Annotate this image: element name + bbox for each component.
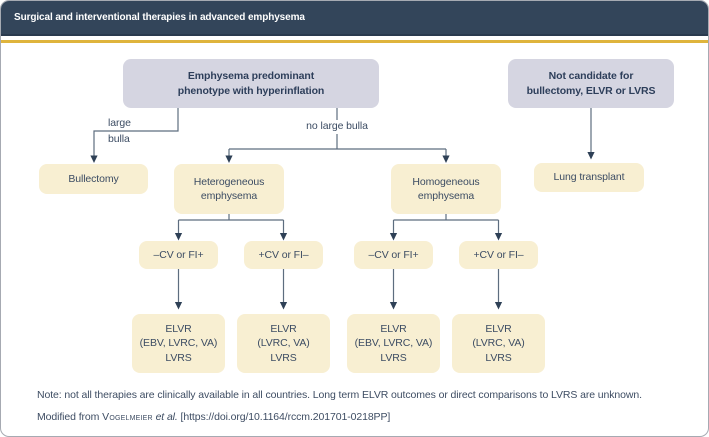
- arrowhead-bullectomy: [90, 155, 98, 163]
- node-emphysema-predominant: Emphysema predominant phenotype with hyp…: [123, 59, 379, 108]
- edge-label-text: bulla: [108, 132, 130, 145]
- connector-large-bulla: [93, 108, 179, 156]
- arrowhead-heterogeneous: [225, 155, 233, 163]
- node-text: ELVR: [165, 322, 192, 335]
- arrowhead-cv3: [389, 233, 398, 241]
- edge-label-no-large-bulla: no large bulla: [303, 120, 371, 134]
- arrowhead-elvr3: [389, 302, 398, 310]
- arrowhead-homogeneous: [442, 155, 450, 163]
- source-etal: et al.: [152, 411, 178, 423]
- node-elvr-2: ELVR (LVRC, VA) LVRS: [237, 314, 330, 373]
- source-doi: [https://doi.org/10.1164/rccm.201701-021…: [177, 411, 391, 423]
- node-text: LVRS: [270, 351, 297, 364]
- node-elvr-1: ELVR (EBV, LVRC, VA) LVRS: [132, 314, 225, 373]
- node-text: LVRS: [165, 351, 192, 364]
- source-prefix: Modified from: [37, 411, 103, 423]
- node-elvr-3: ELVR (EBV, LVRC, VA) LVRS: [347, 314, 440, 373]
- node-not-candidate: Not candidate for bullectomy, ELVR or LV…: [508, 59, 674, 108]
- node-text: LVRS: [380, 351, 407, 364]
- header-bar: Surgical and interventional therapies in…: [1, 1, 708, 36]
- node-text: ELVR: [485, 322, 512, 335]
- node-bullectomy: Bullectomy: [39, 164, 148, 194]
- node-text: (LVRC, VA): [472, 337, 525, 350]
- arrowhead-cv1: [174, 233, 183, 241]
- node-cv-fi-1: –CV or FI+: [139, 241, 218, 269]
- node-text: ELVR: [380, 322, 407, 335]
- arrowhead-elvr2: [279, 302, 288, 310]
- node-text: emphysema: [200, 190, 258, 202]
- node-homogeneous-emphysema: Homogeneous emphysema: [391, 164, 501, 214]
- node-text: (EBV, LVRC, VA): [139, 337, 218, 350]
- node-text: (LVRC, VA): [257, 337, 310, 350]
- node-cv-fi-3: –CV or FI+: [354, 241, 433, 269]
- arrowhead-elvr1: [174, 302, 183, 310]
- node-text: bullectomy, ELVR or LVRS: [526, 84, 656, 97]
- arrowhead-lung-transplant: [587, 152, 595, 160]
- node-text: Heterogeneous: [193, 175, 265, 188]
- node-heterogeneous-emphysema: Heterogeneous emphysema: [174, 164, 284, 214]
- node-text: Not candidate for: [548, 70, 634, 82]
- arrowheads: [90, 152, 595, 310]
- arrowhead-cv2: [279, 233, 288, 241]
- node-text: (EBV, LVRC, VA): [354, 337, 433, 350]
- node-elvr-4: ELVR (LVRC, VA) LVRS: [452, 314, 545, 373]
- source-citation: Modified from Vogelmeier et al. [https:/…: [37, 411, 687, 423]
- source-author: Vogelmeier: [102, 411, 153, 423]
- edge-label-large-bulla: large bulla: [108, 117, 131, 146]
- edge-label-text: large: [108, 117, 131, 129]
- node-text: LVRS: [485, 351, 512, 364]
- node-cv-fi-4: +CV or FI–: [459, 241, 538, 269]
- page-title: Surgical and interventional therapies in…: [14, 12, 305, 23]
- arrowhead-cv4: [494, 233, 503, 241]
- node-text: Emphysema predominant: [187, 70, 315, 82]
- node-text: ELVR: [270, 322, 297, 335]
- gold-divider: [1, 40, 708, 43]
- node-lung-transplant: Lung transplant: [534, 163, 644, 192]
- node-cv-fi-2: +CV or FI–: [244, 241, 323, 269]
- node-text: phenotype with hyperinflation: [177, 84, 325, 97]
- arrowhead-elvr4: [494, 302, 503, 310]
- note-text: Note: not all therapies are clinically a…: [37, 389, 642, 401]
- node-text: emphysema: [417, 190, 475, 202]
- node-text: Homogeneous: [412, 175, 480, 188]
